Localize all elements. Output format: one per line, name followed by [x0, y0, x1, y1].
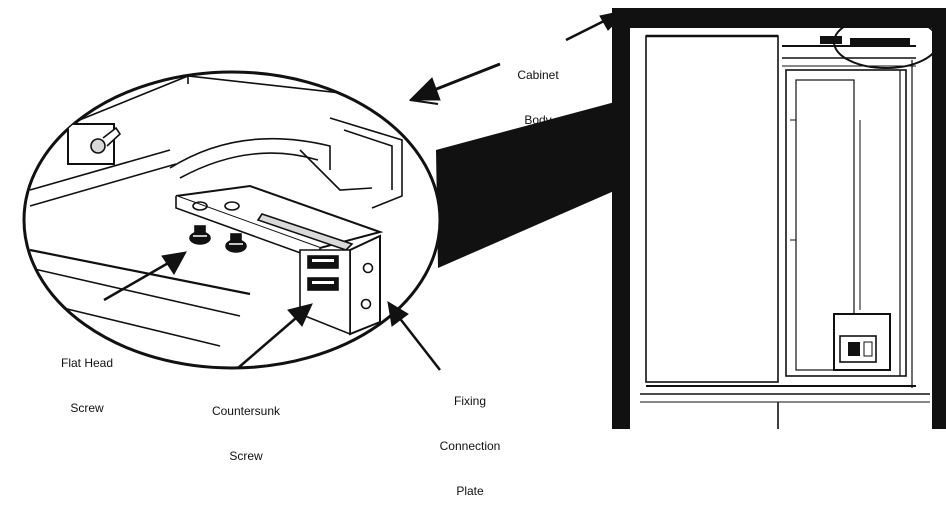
- label-countersunk-screw-line-2: Screw: [229, 449, 263, 463]
- label-flat-head-screw-line-1: Flat Head: [60, 356, 114, 370]
- cabinet-body: [612, 8, 946, 429]
- label-fixing-connection-plate: Fixing Connection Plate: [430, 364, 510, 514]
- label-countersunk-screw: Countersunk Screw: [196, 374, 296, 479]
- label-cabinet-body: Cabinet Body: [508, 38, 568, 143]
- connection-plate-vertical: [349, 234, 381, 336]
- flat-head-screw-1: [189, 225, 211, 245]
- label-fixing-connection-plate-line-1: Fixing: [453, 394, 486, 408]
- label-flat-head-screw-line-2: Screw: [70, 401, 104, 415]
- flat-head-screw-2: [225, 233, 247, 253]
- label-cabinet-body-line-1: Cabinet: [517, 68, 559, 82]
- label-flat-head-screw: Flat Head Screw: [52, 326, 122, 431]
- callout-arrows: [103, 9, 630, 371]
- label-fixing-connection-plate-line-2: Connection: [439, 439, 501, 453]
- installation-diagram: [22, 8, 946, 429]
- label-countersunk-screw-line-1: Countersunk: [211, 404, 281, 418]
- left-door-panel: [645, 35, 779, 383]
- detail-magnifier: [22, 40, 900, 370]
- label-cabinet-body-line-2: Body: [524, 113, 552, 127]
- label-fixing-connection-plate-line-3: Plate: [456, 484, 484, 498]
- detail-callout-circle: [833, 15, 939, 69]
- electrical-box: [833, 313, 891, 371]
